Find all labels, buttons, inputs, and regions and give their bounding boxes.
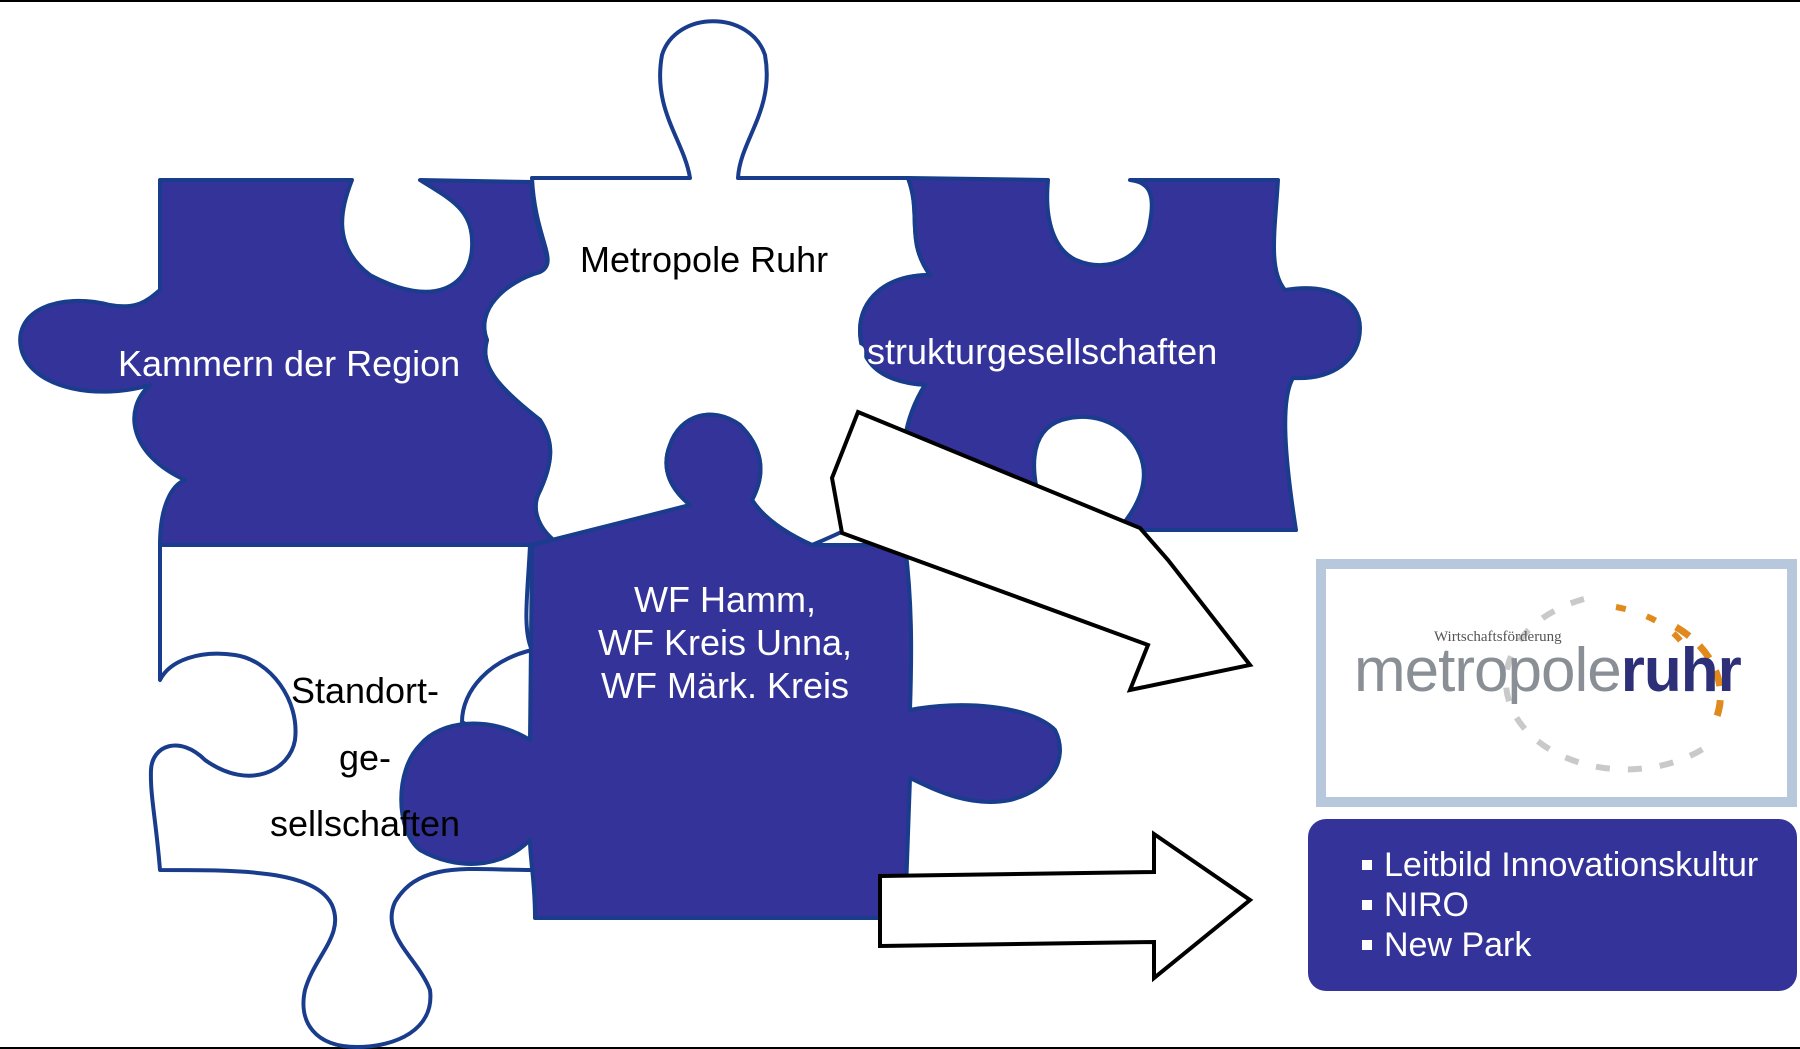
bullet-list: Leitbild Innovationskultur NIRO New Park [1362,845,1797,965]
top-border [0,0,1800,2]
bullet-item: New Park [1362,925,1797,965]
bottom-border [0,1047,1800,1049]
label-metropole: Metropole Ruhr [580,239,829,280]
label-infrastruktur: Infrastrukturgesellschaften [795,331,1218,372]
logo-metropoleruhr: Wirtschaftsförderung metropoleruhr [1316,559,1797,807]
arrow-to-bullets [878,830,1254,983]
logo-brand-bold: ruhr [1620,636,1742,705]
label-standort-line-1: Standort- [290,670,440,711]
label-wf: WF Hamm, WF Kreis Unna, WF Märk. Kreis [565,578,885,708]
label-wf-line-1: WF Hamm, [634,579,816,620]
puzzle-piece-wf[interactable] [399,412,1062,920]
logo-caption: Wirtschaftsförderung [1434,629,1562,645]
bullet-box: Leitbild Innovationskultur NIRO New Park [1308,819,1797,991]
logo-brand-light: metropole [1354,636,1622,705]
label-wf-line-3: WF Märk. Kreis [601,665,849,707]
arrow-to-logo [829,409,1254,693]
label-kammern: Kammern der Region [118,343,461,384]
bullet-item: Leitbild Innovationskultur [1362,845,1797,885]
logo-ring-icon [1502,596,1724,773]
puzzle-piece-kammern[interactable] [18,178,562,547]
label-standort-line-2: ge- [338,736,392,778]
logo-brand: metropoleruhr [1354,635,1742,706]
label-wf-line-2: WF Kreis Unna, [597,622,853,664]
bullet-item: NIRO [1362,885,1797,925]
label-standort-line-3: sellschaften [269,803,461,845]
label-standort: Standort- ge- sellschaften [235,658,495,858]
